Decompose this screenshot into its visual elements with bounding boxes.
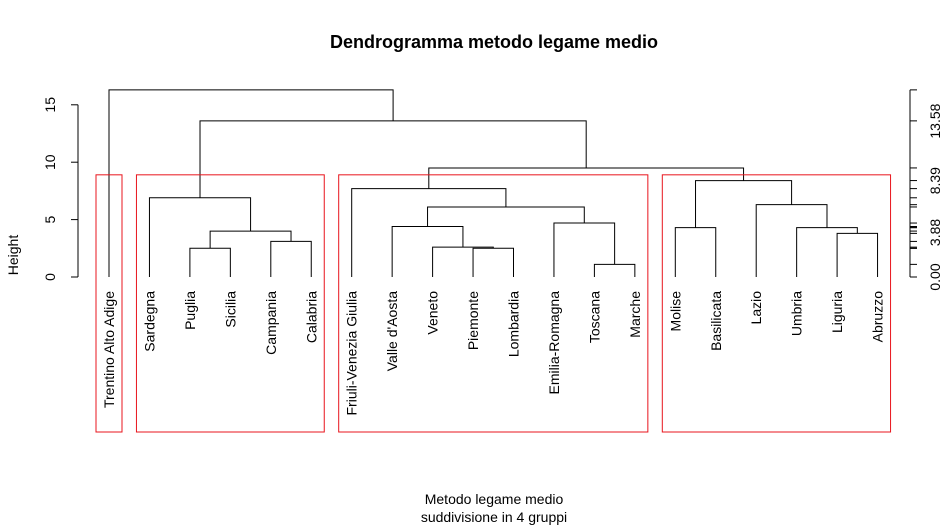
- leaf-label: Sicilia: [222, 291, 238, 328]
- dendrogram-link: [472, 247, 514, 277]
- dendrogram-link: [432, 246, 494, 277]
- leaf-label: Piemonte: [465, 291, 481, 350]
- dendrogram-link: [189, 247, 231, 277]
- dendrogram-link: [351, 188, 507, 277]
- leaf-label: Emilia-Romagna: [546, 291, 562, 395]
- leaf-label: Abruzzo: [870, 291, 886, 343]
- leaf-label: Trentino Alto Adige: [101, 291, 117, 408]
- right-tick-label: 3.88: [927, 219, 943, 246]
- dendrogram-link: [209, 230, 292, 249]
- right-tick-label: 0.00: [927, 263, 943, 290]
- cluster-group-box: [661, 174, 892, 433]
- leaf-label: Lazio: [748, 291, 764, 325]
- dendrogram-link: [391, 225, 464, 277]
- subtitle-line-1: Metodo legame medio: [425, 491, 564, 507]
- leaf-label: Basilicata: [708, 291, 724, 351]
- dendrogram-link: [427, 206, 585, 227]
- dendrogram-link: [199, 120, 587, 198]
- dendrogram-links: [108, 89, 879, 277]
- leaf-label: Sardegna: [141, 291, 157, 352]
- right-tick-label: 13.58: [927, 103, 943, 138]
- y-tick-label: 5: [42, 215, 58, 223]
- leaf-label: Campania: [263, 291, 279, 355]
- dendrogram-link: [674, 227, 717, 277]
- dendrogram-link: [593, 263, 636, 277]
- cluster-group-box: [135, 174, 325, 433]
- dendrogram-link: [553, 222, 616, 277]
- y-tick-label: 15: [42, 97, 58, 113]
- dendrogram-link: [108, 89, 394, 277]
- dendrogram-link: [796, 227, 858, 277]
- leaf-label: Lombardia: [506, 291, 522, 357]
- leaf-label: Puglia: [182, 291, 198, 330]
- leaf-label: Umbria: [789, 291, 805, 336]
- cluster-group-box: [95, 174, 123, 433]
- subtitle-line-2: suddivisione in 4 gruppi: [421, 509, 567, 525]
- y-axis: 0 5 10 15: [42, 97, 79, 281]
- right-tick-label: 8.39: [927, 167, 943, 194]
- dendrogram-link: [836, 232, 879, 277]
- chart-title: Dendrogramma metodo legame medio: [330, 32, 658, 52]
- dendrogram-link: [428, 167, 745, 189]
- leaf-labels: Trentino Alto Adige Sardegna Puglia Sicilia…: [101, 291, 886, 416]
- leaf-label: Liguria: [829, 291, 845, 333]
- group-boxes: [95, 174, 892, 433]
- leaf-label: Molise: [667, 291, 683, 332]
- y-tick-label: 10: [42, 154, 58, 170]
- dendrogram-link: [270, 240, 312, 277]
- leaf-label: Veneto: [425, 291, 441, 335]
- dendrogram-link: [755, 204, 828, 277]
- leaf-label: Calabria: [303, 291, 319, 343]
- right-height-axis: 0.00 3.88 8.39 13.58: [909, 89, 943, 291]
- cluster-group-box: [338, 174, 649, 433]
- dendrogram-link: [695, 180, 793, 228]
- leaf-label: Marche: [627, 291, 643, 338]
- leaf-label: Toscana: [586, 291, 602, 343]
- leaf-label: Valle d'Aosta: [384, 291, 400, 371]
- dendrogram-link: [148, 197, 252, 277]
- leaf-label: Friuli-Venezia Giulia: [344, 291, 360, 416]
- y-tick-label: 0: [42, 273, 58, 281]
- y-axis-label: Height: [5, 235, 21, 276]
